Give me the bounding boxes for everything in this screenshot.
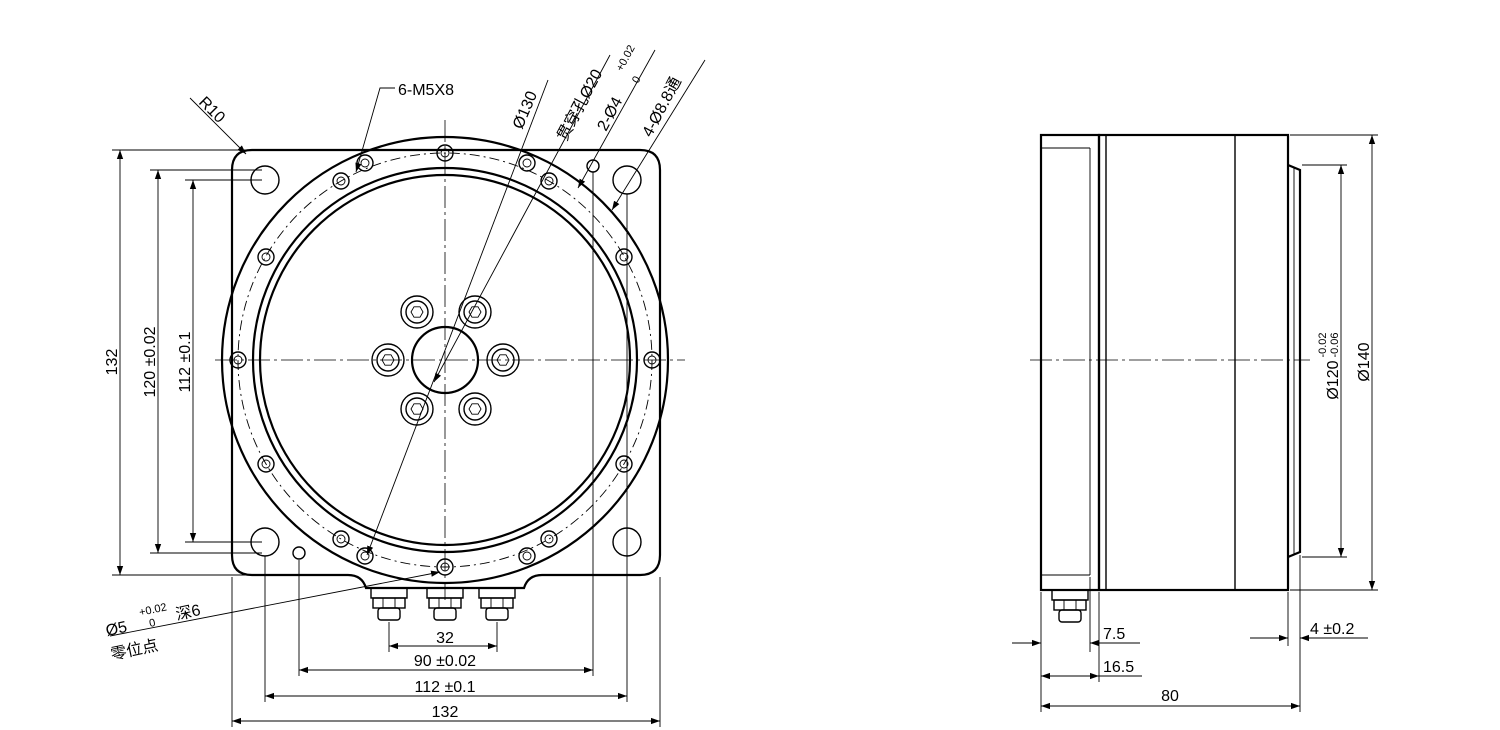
pin-tol-upper: +0.02 bbox=[614, 43, 638, 73]
dia-120-tol-lower: -0.06 bbox=[1329, 332, 1341, 357]
label-112-horizontal: 112 ±0.1 bbox=[415, 679, 476, 696]
ring-bolt bbox=[643, 351, 661, 369]
side-cable-gland bbox=[1051, 589, 1089, 623]
label-pin-holes: 2-Ø4 bbox=[595, 94, 627, 133]
ring-bolt bbox=[436, 144, 454, 162]
label-thru-hole: 贯穿孔Ø20 bbox=[554, 66, 607, 144]
ring-bolt bbox=[229, 351, 247, 369]
hex-bolt bbox=[400, 295, 434, 329]
ring-bolts bbox=[229, 144, 661, 576]
dia-120-tol-upper: -0.02 bbox=[1317, 332, 1329, 357]
label-132-horizontal: 132 bbox=[432, 704, 459, 721]
front-view: 132 120 ±0.02 112 ±0.1 32 90 ±0.02 112 ±… bbox=[104, 43, 706, 727]
threaded-hole bbox=[518, 547, 536, 565]
ring-bolt bbox=[615, 455, 633, 473]
m5-leader bbox=[355, 87, 395, 173]
threaded-hole bbox=[356, 547, 374, 565]
hex-bolt bbox=[458, 295, 492, 329]
callouts: R10 6-M5X8 Ø130 贯穿孔Ø20 2-Ø4 +0.02 0 4-Ø8… bbox=[104, 43, 706, 664]
threaded-hole bbox=[356, 154, 374, 172]
ring-bolt bbox=[332, 530, 350, 548]
label-dia-140: Ø140 bbox=[1356, 342, 1373, 381]
dia-130-leader bbox=[366, 79, 549, 556]
label-zero-depth: 深6 bbox=[174, 601, 202, 624]
ring-bolt bbox=[540, 530, 558, 548]
through-hole bbox=[410, 325, 480, 395]
ring-bolt bbox=[436, 558, 454, 576]
label-32: 32 bbox=[436, 630, 454, 647]
ring-bolt bbox=[540, 172, 558, 190]
label-zero-point: 零位点 bbox=[109, 636, 160, 664]
rotor-face bbox=[258, 173, 632, 547]
cable-gland bbox=[426, 587, 464, 621]
ring-bolt bbox=[257, 248, 275, 266]
label-112-vertical: 112 ±0.1 bbox=[177, 331, 194, 392]
label-zero-hole: Ø5 bbox=[104, 619, 129, 640]
side-body bbox=[1097, 133, 1290, 592]
thru-hole-leader bbox=[433, 54, 611, 383]
label-132-vertical: 132 bbox=[104, 349, 121, 376]
label-4: 4 ±0.2 bbox=[1310, 621, 1354, 638]
vertical-dimensions: 132 120 ±0.02 112 ±0.1 bbox=[104, 149, 262, 576]
horizontal-dimensions: 32 90 ±0.02 112 ±0.1 132 bbox=[231, 172, 661, 727]
zero-tol-upper: +0.02 bbox=[138, 601, 168, 619]
hex-bolt bbox=[400, 392, 434, 426]
label-6-m5x8: 6-M5X8 bbox=[398, 82, 454, 99]
pin-hole-leader bbox=[577, 49, 656, 189]
outer-ring bbox=[220, 135, 670, 585]
hex-bolts bbox=[371, 295, 520, 426]
zero-tol-lower: 0 bbox=[148, 617, 156, 630]
ring-bolt bbox=[615, 248, 633, 266]
inner-ring bbox=[251, 166, 639, 554]
ring-bolt bbox=[332, 172, 350, 190]
r10-leader bbox=[189, 97, 247, 155]
label-120-vertical: 120 ±0.02 bbox=[142, 326, 159, 397]
label-90: 90 ±0.02 bbox=[414, 653, 476, 670]
hex-bolt bbox=[458, 392, 492, 426]
ring-bolt bbox=[257, 455, 275, 473]
square-flange-outline bbox=[230, 148, 662, 590]
label-dia-120: Ø120 bbox=[1325, 360, 1342, 399]
pin-tol-lower: 0 bbox=[630, 74, 643, 85]
hex-bolt bbox=[486, 343, 520, 377]
label-80: 80 bbox=[1161, 688, 1179, 705]
label-7-5: 7.5 bbox=[1103, 626, 1125, 643]
side-spigot bbox=[1287, 163, 1302, 559]
label-16-5: 16.5 bbox=[1103, 659, 1134, 676]
cable-glands bbox=[370, 587, 516, 621]
zero-point-leader bbox=[109, 570, 441, 637]
threaded-hole bbox=[518, 154, 536, 172]
bolt-circle bbox=[237, 152, 653, 568]
label-r10: R10 bbox=[195, 94, 228, 127]
side-view: Ø140 Ø120 -0.02 -0.06 7.5 16.5 80 4 ±0.2 bbox=[1012, 133, 1378, 712]
pin-hole bbox=[292, 546, 306, 560]
hex-bolt bbox=[371, 343, 405, 377]
cable-gland bbox=[370, 587, 408, 621]
cable-gland bbox=[478, 587, 516, 621]
mount-hole-leader bbox=[611, 59, 706, 211]
